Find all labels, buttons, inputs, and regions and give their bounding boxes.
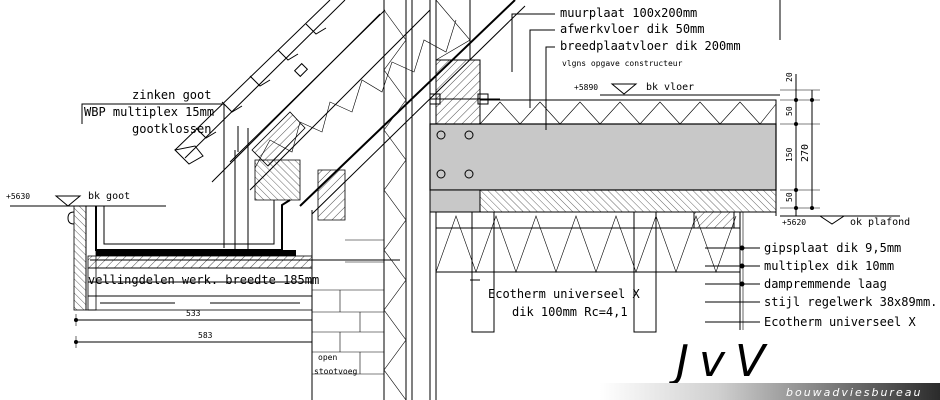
label-stijl-regelwerk: stijl regelwerk 38x89mm. bbox=[764, 295, 937, 309]
level-bk-goot-label: bk goot bbox=[88, 191, 130, 202]
dim-50-bottom: 50 bbox=[785, 192, 794, 202]
roof-structure bbox=[173, 0, 526, 252]
label-wbp-multiplex: WBP multiplex 15mm bbox=[84, 105, 214, 119]
label-breedplaatvloer: breedplaatvloer dik 200mm bbox=[560, 39, 741, 53]
label-constructeur: vlgns opgave constructeur bbox=[562, 59, 683, 68]
dim-270: 270 bbox=[800, 144, 811, 162]
logo-tagline: bouwadviesbureau bbox=[786, 386, 922, 399]
gutter-assembly bbox=[67, 199, 313, 311]
dimension-lines-right bbox=[775, 0, 820, 216]
company-logo: JvV bouwadviesbureau bbox=[600, 336, 940, 400]
level-markers bbox=[10, 83, 900, 225]
annotation-labels: muurplaat 100x200mm afwerkvloer dik 50mm… bbox=[6, 6, 937, 376]
label-muurplaat: muurplaat 100x200mm bbox=[560, 6, 697, 20]
dim-50-top: 50 bbox=[785, 106, 794, 116]
logo-mark: JvV bbox=[668, 336, 775, 387]
label-ecotherm-3: Ecotherm universeel X bbox=[764, 315, 916, 329]
dim-583: 583 bbox=[198, 331, 213, 340]
label-multiplex-10: multiplex dik 10mm bbox=[764, 259, 894, 273]
label-afwerkvloer: afwerkvloer dik 50mm bbox=[560, 22, 705, 36]
level-ok-plafond-value: +5620 bbox=[782, 218, 806, 227]
label-stootvoeg: stootvoeg bbox=[314, 367, 358, 376]
dimension-values: 20 50 150 50 270 533 583 bbox=[186, 72, 811, 340]
level-bk-vloer-label: bk vloer bbox=[646, 82, 694, 93]
label-ecotherm-1: Ecotherm universeel X bbox=[488, 287, 640, 301]
dim-150: 150 bbox=[785, 147, 794, 162]
label-gipsplaat: gipsplaat dik 9,5mm bbox=[764, 241, 901, 255]
leader-lines bbox=[81, 13, 760, 323]
dimension-lines-bottom bbox=[74, 314, 313, 400]
label-vellingdelen: vellingdelen werk. breedte 185mm bbox=[88, 273, 319, 287]
label-open: open bbox=[318, 353, 337, 362]
level-bk-vloer-value: +5890 bbox=[574, 83, 598, 92]
logo-bar bbox=[600, 383, 940, 400]
wall-floor-structure bbox=[311, 0, 777, 400]
label-gootklossen: gootklossen bbox=[132, 122, 211, 136]
label-zinken-goot: zinken goot bbox=[132, 88, 211, 102]
label-dampremmende: dampremmende laag bbox=[764, 277, 887, 291]
dim-533: 533 bbox=[186, 309, 201, 318]
label-ecotherm-2: dik 100mm Rc=4,1 bbox=[512, 305, 628, 319]
level-ok-plafond-label: ok plafond bbox=[850, 217, 910, 228]
level-bk-goot-value: +5630 bbox=[6, 192, 30, 201]
dim-20: 20 bbox=[785, 72, 794, 82]
